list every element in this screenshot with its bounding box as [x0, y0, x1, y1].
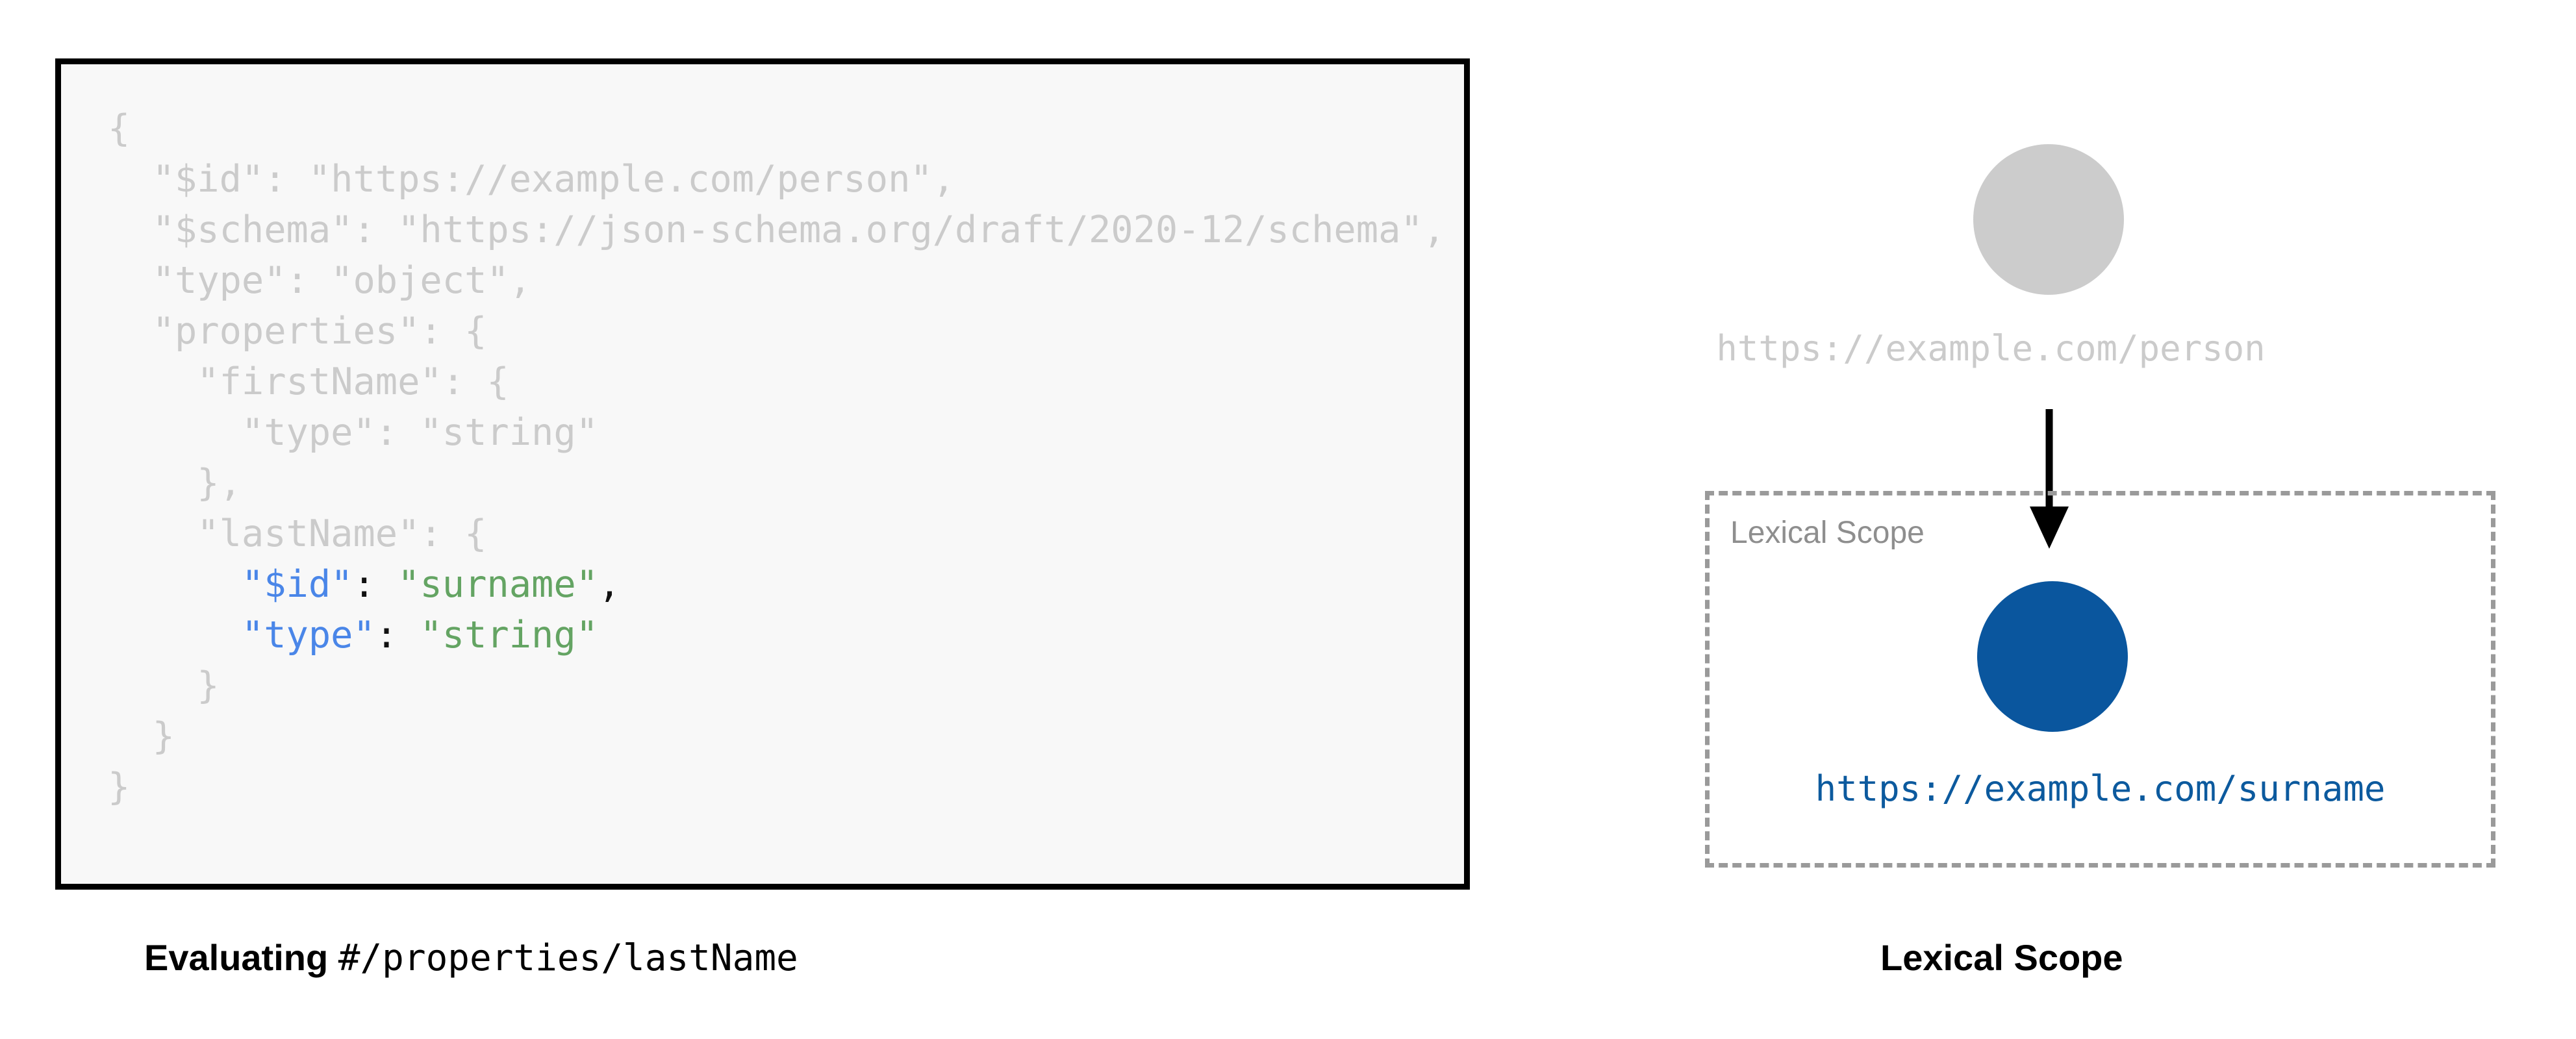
code-token-string: "surname" [398, 563, 598, 606]
code-line: "type": "object", [108, 259, 532, 302]
code-line: } [108, 664, 220, 707]
code-token-string: "string" [420, 614, 598, 657]
code-line: "$schema": "https://json-schema.org/draf… [108, 208, 1446, 251]
caption-evaluating-pointer: #/properties/lastName [338, 937, 798, 979]
code-line: "firstName": { [108, 360, 509, 403]
code-line: }, [108, 462, 242, 505]
code-line: "type": "string" [108, 610, 1445, 660]
right-panel-diagram: https://example.com/person Lexical Scope… [1526, 0, 2576, 1039]
code-token-key: "type" [241, 614, 375, 657]
code-token-colon: : [375, 614, 420, 657]
caption-evaluating: Evaluating #/properties/lastName [144, 936, 798, 979]
code-line: "$id": "surname", [108, 559, 1445, 610]
code-token-key: "$id" [241, 563, 353, 606]
code-token-colon: : [353, 563, 398, 606]
code-line: "lastName": { [108, 512, 487, 555]
code-line: { [108, 107, 131, 150]
left-panel: { "$id": "https://example.com/person", "… [55, 58, 1470, 979]
arrow-down-icon [2030, 409, 2069, 549]
json-code-block: { "$id": "https://example.com/person", "… [55, 58, 1470, 890]
code-token-punct: , [598, 563, 621, 606]
lexical-scope-inner-label: Lexical Scope [1730, 516, 1925, 550]
code-line: "type": "string" [108, 411, 598, 454]
lexical-scope-box: Lexical Scope https://example.com/surnam… [1705, 491, 2495, 868]
node-person-circle [1973, 144, 2124, 295]
caption-evaluating-bold: Evaluating [144, 937, 329, 978]
node-person-label: https://example.com/person [1716, 328, 2266, 369]
caption-lexical-scope: Lexical Scope [1880, 937, 2123, 978]
code-lines: { "$id": "https://example.com/person", "… [108, 103, 1445, 812]
node-surname-circle [1977, 581, 2128, 732]
code-line: "$id": "https://example.com/person", [108, 158, 955, 201]
code-line: } [108, 715, 175, 758]
node-surname-label: https://example.com/surname [1815, 768, 2386, 809]
code-line: "properties": { [108, 310, 487, 353]
code-line: } [108, 766, 131, 808]
